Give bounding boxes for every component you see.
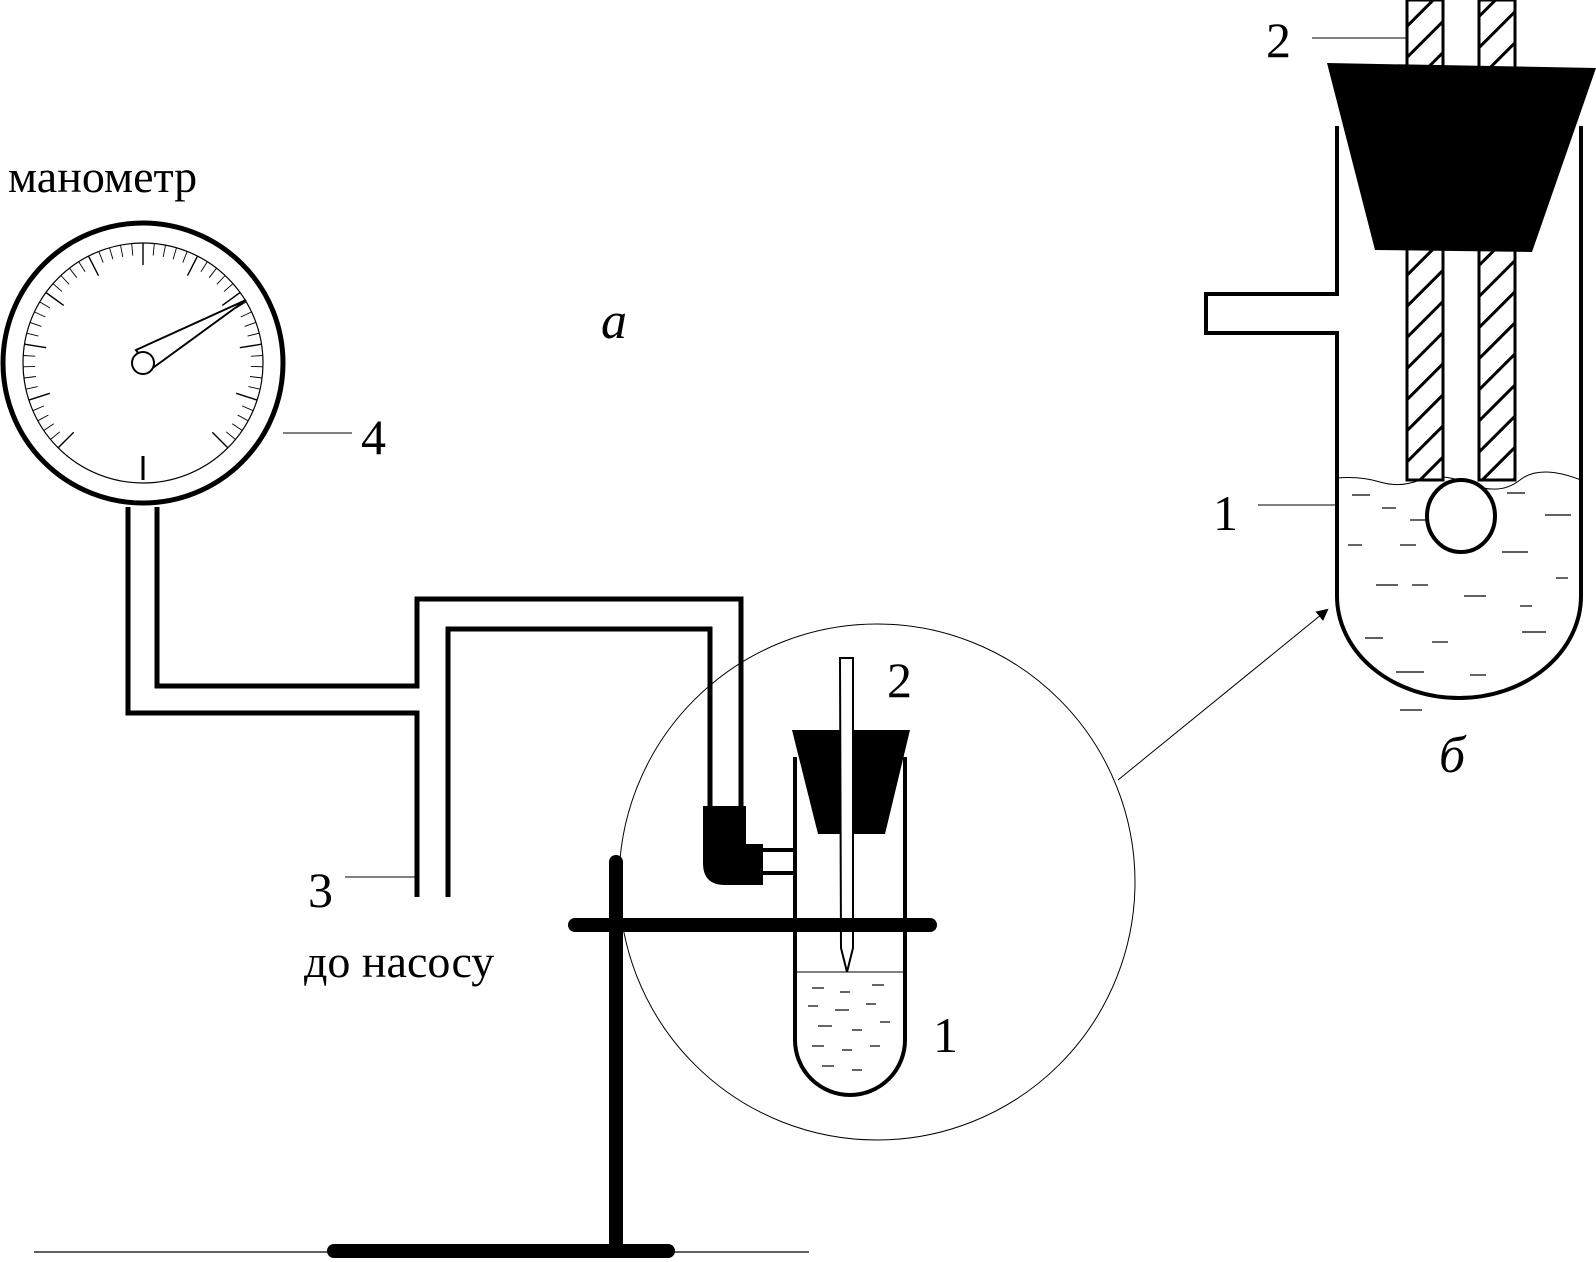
callout-1-large: 1 (1213, 485, 1238, 541)
manometer-label: манометр (8, 151, 197, 202)
liquid-large (1348, 492, 1571, 711)
pump-label: до насосу (304, 936, 494, 987)
magnification-circle (618, 623, 1136, 1141)
scale-tick (237, 414, 249, 422)
scale-tick (120, 245, 124, 257)
callout-2-large: 2 (1266, 12, 1291, 68)
pump-tube-inner (445, 626, 713, 897)
scale-tick (57, 431, 75, 449)
manometer-scale-ticks (23, 243, 263, 449)
manometer-needle-hub (131, 351, 155, 375)
scale-tick (34, 311, 46, 318)
capillary-small (838, 657, 854, 973)
scale-tick (223, 283, 234, 292)
panel-label-a: а (601, 293, 627, 350)
scale-tick (45, 291, 65, 306)
scale-tick (87, 255, 100, 277)
scale-tick (152, 243, 155, 256)
scale-tick (39, 301, 51, 309)
scale-tick (241, 405, 254, 412)
scale-tick (23, 376, 36, 379)
scale-tick (131, 243, 134, 256)
scale-tick (24, 343, 47, 349)
scale-tick (200, 261, 208, 273)
test-tube-enlarged (1204, 0, 1596, 711)
scale-tick (244, 321, 257, 327)
scale-tick (69, 267, 78, 278)
manometer (0, 220, 286, 506)
lab-stand (34, 855, 937, 1258)
stopper-large (1327, 63, 1596, 252)
scale-tick (60, 275, 70, 285)
scale-tick (216, 275, 226, 285)
liquid-small (808, 984, 890, 1071)
scale-tick (32, 405, 45, 412)
scale-tick (232, 423, 243, 431)
scale-tick (250, 376, 263, 379)
scale-tick (43, 423, 54, 431)
callout-3: 3 (308, 862, 333, 918)
scale-tick (29, 321, 42, 327)
scale-tick (37, 414, 49, 422)
liquid-surface (1336, 471, 1582, 490)
test-tube-small (792, 657, 910, 1097)
scale-tick (239, 343, 262, 349)
scale-tick (186, 255, 199, 277)
callout-4: 4 (361, 409, 386, 465)
scale-tick (240, 311, 252, 318)
scale-tick (50, 431, 61, 440)
scale-tick (172, 247, 177, 260)
zoom-arrow (1117, 608, 1329, 781)
scale-tick (26, 332, 39, 337)
scale-tick (225, 431, 236, 440)
panel-label-b: б (1439, 727, 1467, 784)
callout-1-small: 1 (933, 1007, 958, 1063)
scale-tick (98, 251, 104, 263)
scale-tick (109, 247, 114, 260)
scale-tick (235, 392, 258, 401)
scale-tick (247, 332, 260, 337)
scale-tick (52, 283, 63, 292)
scale-tick (28, 392, 51, 401)
scale-tick (25, 386, 38, 390)
scale-tick (211, 431, 229, 449)
elbow-connector (703, 806, 795, 885)
air-bubble (1425, 478, 1497, 554)
callout-2-small: 2 (887, 652, 912, 708)
scale-tick (162, 245, 166, 257)
scale-tick (221, 291, 241, 306)
scale-tick (23, 355, 36, 357)
connecting-tubing (125, 507, 744, 897)
scale-tick (182, 251, 188, 263)
scale-tick (250, 355, 263, 357)
scale-tick (78, 261, 86, 273)
manometer-tube-inner (154, 507, 744, 806)
scale-tick (208, 267, 217, 278)
scale-tick (248, 386, 261, 390)
manometer-tube-outer (125, 507, 420, 897)
